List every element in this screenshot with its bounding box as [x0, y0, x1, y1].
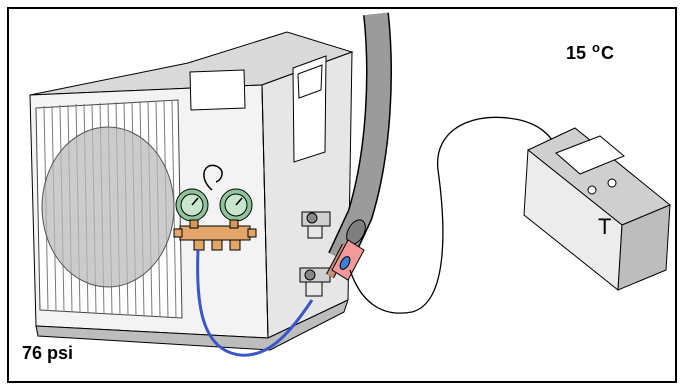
degree-symbol: o [592, 40, 600, 55]
manifold-gauge-icon [173, 164, 257, 251]
service-valve-lower-icon [299, 267, 345, 297]
service-valve-upper-icon [301, 211, 331, 239]
temperature-probe-icon [331, 239, 365, 281]
thermometer-symbol: T [598, 214, 611, 239]
refrigerant-hose [196, 249, 314, 357]
fan-icon [41, 126, 175, 288]
temperature-unit: C [601, 43, 614, 63]
digital-thermometer-icon [523, 127, 671, 291]
pressure-reading: 76 psi [22, 343, 74, 363]
temperature-value: 15 [566, 43, 587, 63]
probe-cable [349, 116, 561, 314]
temperature-reading: 15 oC [566, 40, 614, 64]
ac-outdoor-unit-icon [29, 31, 354, 351]
